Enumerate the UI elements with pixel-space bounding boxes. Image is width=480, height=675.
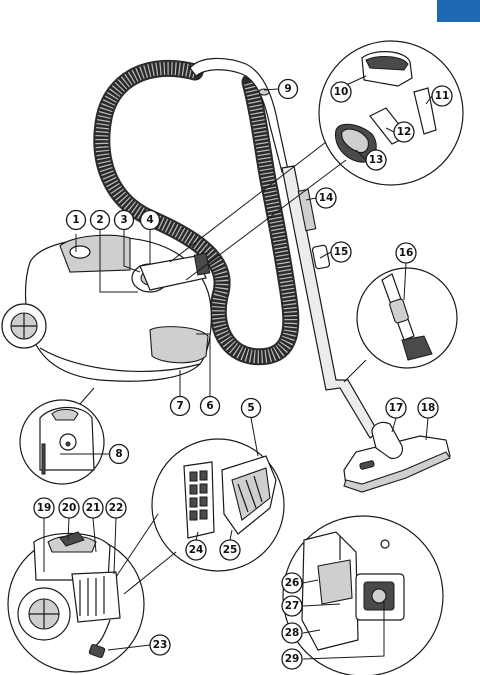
svg-text:29: 29	[285, 653, 300, 665]
tube-release-inset	[343, 267, 458, 383]
callout-7: 7	[169, 395, 191, 417]
svg-text:28: 28	[285, 627, 300, 639]
svg-text:23: 23	[153, 639, 168, 651]
callout-25: 25	[219, 539, 241, 561]
callout-21: 21	[82, 497, 104, 519]
svg-text:26: 26	[285, 577, 300, 589]
callout-26: 26	[281, 572, 303, 594]
svg-text:20: 20	[62, 502, 77, 514]
floor-nozzle	[343, 421, 451, 493]
page-tab-marker	[437, 0, 480, 22]
callout-9: 9	[277, 78, 299, 100]
filters-inset	[151, 438, 285, 572]
callout-11: 11	[431, 85, 453, 107]
handle	[189, 57, 289, 173]
callout-29: 29	[281, 648, 303, 670]
svg-text:15: 15	[334, 246, 349, 258]
leader-lines	[43, 75, 433, 660]
svg-text:8: 8	[115, 448, 122, 460]
svg-text:18: 18	[421, 402, 436, 414]
svg-text:2: 2	[96, 214, 103, 226]
vacuum-body	[1, 234, 212, 382]
svg-text:6: 6	[206, 400, 213, 412]
svg-text:19: 19	[37, 502, 52, 514]
callout-24: 24	[185, 539, 207, 561]
callout-15: 15	[330, 241, 352, 263]
accessory-inset	[318, 40, 464, 186]
callout-28: 28	[281, 622, 303, 644]
callout-4: 4	[139, 209, 161, 231]
svg-text:4: 4	[146, 214, 153, 226]
dust-container-inset	[7, 531, 145, 673]
callout-6: 6	[199, 395, 221, 417]
callout-8: 8	[108, 443, 130, 465]
svg-text:14: 14	[319, 192, 334, 204]
svg-text:21: 21	[86, 502, 101, 514]
callout-1: 1	[65, 209, 87, 231]
callout-12: 12	[393, 121, 415, 143]
svg-text:7: 7	[176, 400, 183, 412]
hose	[93, 59, 300, 366]
svg-text:5: 5	[247, 402, 254, 414]
svg-text:1: 1	[72, 214, 79, 226]
callout-27: 27	[281, 595, 303, 617]
svg-text:22: 22	[109, 502, 124, 514]
svg-text:10: 10	[334, 86, 349, 98]
callout-10: 10	[330, 81, 352, 103]
svg-text:16: 16	[399, 247, 414, 259]
dust-bag-inset	[282, 515, 444, 675]
svg-text:3: 3	[120, 214, 127, 226]
svg-text:12: 12	[397, 126, 412, 138]
callout-13: 13	[365, 149, 387, 171]
svg-text:24: 24	[189, 544, 204, 556]
callout-3: 3	[113, 209, 135, 231]
callout-20: 20	[58, 497, 80, 519]
svg-text:9: 9	[284, 83, 291, 95]
svg-text:13: 13	[369, 154, 384, 166]
svg-text:27: 27	[285, 600, 300, 612]
callout-23: 23	[149, 634, 171, 656]
hose-connector	[139, 252, 211, 291]
callout-19: 19	[33, 497, 55, 519]
svg-text:11: 11	[435, 90, 450, 102]
svg-text:17: 17	[389, 402, 404, 414]
callout-16: 16	[395, 242, 417, 264]
callout-5: 5	[240, 397, 262, 419]
callout-14: 14	[315, 187, 337, 209]
cord-rewind-inset	[19, 387, 105, 485]
callout-18: 18	[417, 397, 439, 419]
callout-17: 17	[385, 397, 407, 419]
svg-text:25: 25	[223, 544, 238, 556]
callout-22: 22	[105, 497, 127, 519]
callout-2: 2	[89, 209, 111, 231]
